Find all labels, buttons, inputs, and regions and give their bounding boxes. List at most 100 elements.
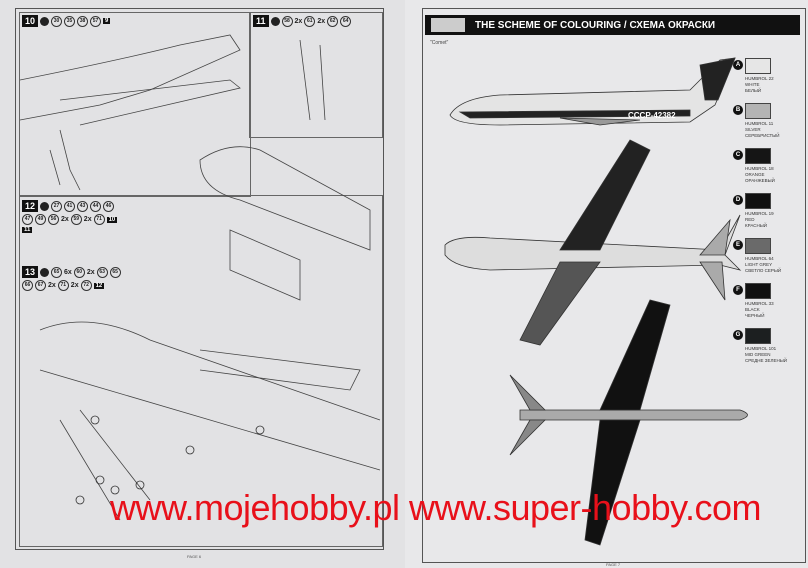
step-ref: 10 <box>106 216 118 223</box>
paint-name-ru: СРЕДНЕ ЗЕЛЕНЫЙ <box>745 358 787 363</box>
colour-swatch <box>745 283 771 299</box>
paint-letter-icon: E <box>733 240 743 250</box>
part-number: 57 <box>90 15 102 27</box>
part-number: 60 <box>73 266 85 278</box>
part-number: 66 <box>22 280 33 291</box>
quantity: 2x <box>317 17 326 25</box>
step-number: 11 <box>253 15 269 27</box>
part-number: 43 <box>77 200 89 212</box>
top-view <box>444 139 742 346</box>
part-number: 35 <box>64 15 76 27</box>
paint-letter-icon: A <box>733 60 743 70</box>
paint-name-ru: ОРАНЖЕВЫЙ <box>745 178 775 183</box>
paint-name: ORANGE <box>745 172 765 177</box>
part-number: 30 <box>51 15 63 27</box>
part-number: 47 <box>22 214 33 225</box>
paint-letter-icon: B <box>733 105 743 115</box>
paint-code: HUMBROL 19 <box>745 211 774 216</box>
right-page-frame <box>422 8 806 563</box>
paint-name-ru: СВЕТЛО СЕРЫЙ <box>745 268 782 273</box>
tail-fin-drawing <box>19 34 241 121</box>
quantity: 2x <box>70 282 79 289</box>
part-number: 71 <box>57 280 69 291</box>
part-number: 59 <box>70 214 82 225</box>
fuselage-section-drawing <box>199 146 371 251</box>
quantity: 2x <box>86 268 95 276</box>
part-number: 65 <box>51 266 63 278</box>
paint-name: BLACK <box>745 307 760 312</box>
paint-letter-icon: G <box>733 330 743 340</box>
wing-underside-drawing <box>39 321 381 521</box>
paint-code: HUMBROL 22 <box>745 76 774 81</box>
quantity: 6x <box>64 268 72 276</box>
glue-icon <box>40 16 50 26</box>
part-number: 46 <box>103 200 115 212</box>
paint-code: HUMBROL 18 <box>745 166 774 171</box>
part-number: 44 <box>90 200 102 212</box>
bottom-view <box>509 299 748 546</box>
step-number: 12 <box>22 200 39 212</box>
colour-swatch <box>745 328 771 344</box>
paint-letter-icon: C <box>733 150 743 160</box>
part-number: 67 <box>35 280 46 291</box>
part-number: 63 <box>96 266 108 278</box>
landing-gear-parts <box>299 39 326 121</box>
part-number: 41 <box>64 200 76 212</box>
paint-name-ru: БЕЛЫЙ <box>745 88 762 93</box>
paint-name: SILVER <box>745 127 761 132</box>
paint-code: HUMBROL 64 <box>745 256 774 261</box>
step-ref: 11 <box>22 227 33 233</box>
step-number: 10 <box>22 15 39 27</box>
part-number: 72 <box>80 280 92 291</box>
part-number: 65 <box>109 266 121 278</box>
part-number: 58 <box>281 15 293 27</box>
page-number: PAGE 7 <box>606 562 621 567</box>
paint-name-ru: ЧЕРНЫЙ <box>745 313 765 318</box>
side-view: СССР-42382 <box>449 57 736 126</box>
quantity: 2x <box>83 216 92 223</box>
colour-swatch <box>745 103 771 119</box>
assembly-drawings <box>19 34 381 521</box>
part-number: 61 <box>304 15 316 27</box>
page-number: PAGE 6 <box>187 554 202 559</box>
paint-letter-icon: D <box>733 195 743 205</box>
quantity: 2x <box>294 17 303 25</box>
colour-swatch <box>745 238 771 254</box>
registration-marking: СССР-42382 <box>628 111 676 120</box>
colour-swatch <box>745 148 771 164</box>
part-number: 62 <box>327 15 339 27</box>
paint-name-ru: СЕРЕБРИСТЫЙ <box>745 133 780 138</box>
paint-code: HUMBROL 101 <box>745 346 777 351</box>
colour-swatch <box>745 193 771 209</box>
glue-icon <box>40 201 50 211</box>
step-number: 13 <box>22 266 39 278</box>
part-number: 71 <box>93 214 105 225</box>
step-ref: 9 <box>103 18 111 24</box>
part-number: 49 <box>35 214 46 225</box>
watermark-text: www.mojehobby.pl www.super-hobby.com <box>110 487 761 528</box>
step-ref: 12 <box>93 282 105 289</box>
part-number: 64 <box>340 15 352 27</box>
part-number: 56 <box>48 214 59 225</box>
step-10-panel <box>19 12 251 197</box>
paint-name-ru: КРАСНЫЙ <box>745 223 767 228</box>
step-12-13-panel <box>19 195 383 547</box>
colour-scheme-header: THE SCHEME OF COLOURING / СХЕМА ОКРАСКИ <box>425 15 800 35</box>
colour-scheme-title: THE SCHEME OF COLOURING / СХЕМА ОКРАСКИ <box>475 19 716 31</box>
paint-name: WHITE <box>745 82 760 87</box>
paint-name: MID GREEN <box>745 352 771 357</box>
step-11-panel <box>249 12 383 138</box>
paint-letter-icon: F <box>733 285 743 295</box>
